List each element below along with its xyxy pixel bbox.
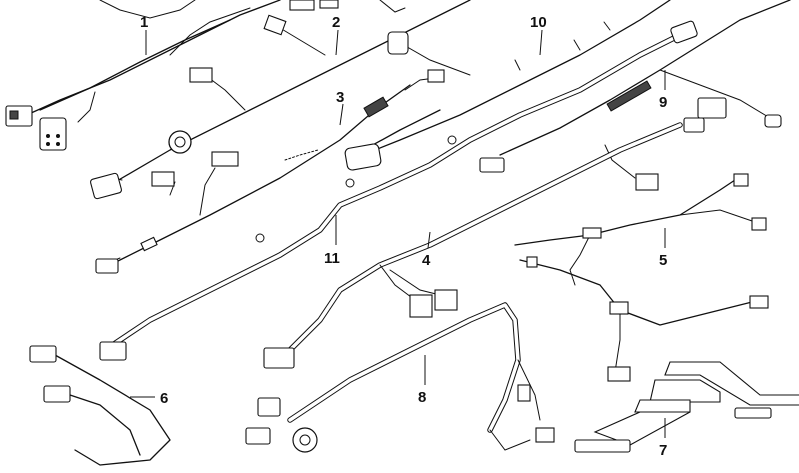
callout-11: 11 [324, 250, 340, 267]
callout-7: 7 [659, 442, 667, 459]
callout-6: 6 [160, 390, 168, 407]
callout-5: 5 [659, 252, 667, 269]
harness-part-7 [574, 361, 799, 453]
harness-part-2 [90, 0, 471, 200]
callout-8: 8 [418, 389, 426, 406]
callout-10: 10 [530, 14, 547, 31]
harness-part-9 [479, 0, 791, 191]
harness-part-4 [263, 117, 705, 369]
harness-part-11 [99, 20, 698, 361]
harness-part-5 [514, 173, 769, 382]
callout-leaders [130, 29, 666, 438]
harness-part-10 [344, 0, 671, 171]
harness-part-6 [29, 345, 171, 466]
harness-part-8 [245, 302, 555, 453]
callout-3: 3 [336, 89, 344, 106]
harness-part-3 [95, 69, 445, 274]
harness-part-1 [5, 0, 339, 151]
callout-2: 2 [332, 14, 340, 31]
callout-1: 1 [140, 14, 148, 31]
callout-9: 9 [659, 94, 667, 111]
callout-labels: 1 2 3 4 5 6 7 8 9 10 11 [140, 14, 667, 459]
callout-4: 4 [422, 252, 431, 269]
